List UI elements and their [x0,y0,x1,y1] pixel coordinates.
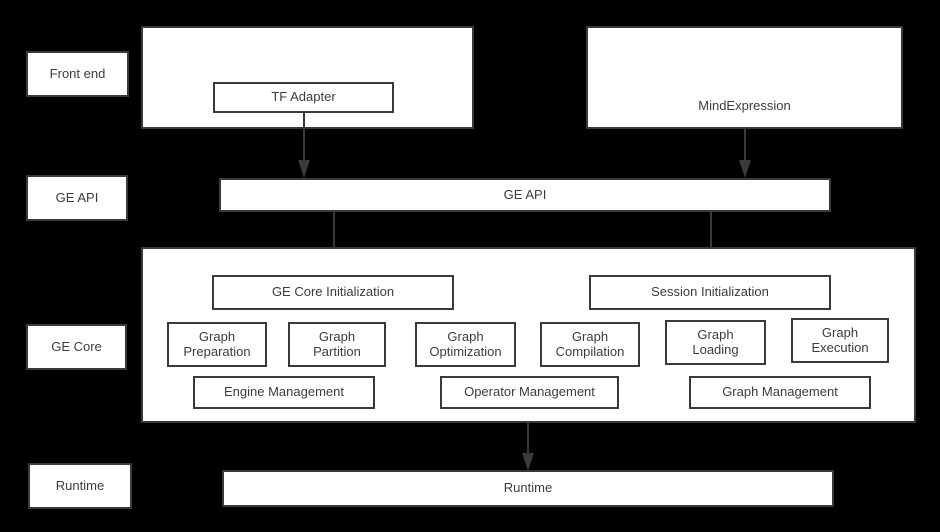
engine-management-box[interactable]: Engine Management [193,376,375,409]
graph-optimization-box[interactable]: Graph Optimization [415,322,516,367]
ge-core-initialization-box[interactable]: GE Core Initialization [212,275,454,310]
mindexpression-title: MindExpression [698,98,791,113]
arrow-mindexpression-to-ge-api [737,129,753,178]
runtime-bar[interactable]: Runtime [222,470,834,507]
graph-management-box[interactable]: Graph Management [689,376,871,409]
layer-label-front-end: Front end [26,51,129,97]
operator-management-box[interactable]: Operator Management [440,376,619,409]
layer-label-runtime: Runtime [28,463,132,509]
graph-preparation-box[interactable]: Graph Preparation [167,322,267,367]
layer-label-ge-api: GE API [26,175,128,221]
session-initialization-box[interactable]: Session Initialization [589,275,831,310]
layer-label-ge-core: GE Core [26,324,127,370]
graph-loading-box[interactable]: Graph Loading [665,320,766,365]
graph-compilation-box[interactable]: Graph Compilation [540,322,640,367]
ge-api-bar[interactable]: GE API [219,178,831,212]
graph-execution-box[interactable]: Graph Execution [791,318,889,363]
arrow-ge-core-to-runtime [520,423,536,471]
graph-partition-box[interactable]: Graph Partition [288,322,386,367]
arrow-tf-adapter-to-ge-api [296,112,312,178]
tf-adapter-box[interactable]: TF Adapter [213,82,394,113]
mindexpression-container: MindExpression [586,26,903,129]
